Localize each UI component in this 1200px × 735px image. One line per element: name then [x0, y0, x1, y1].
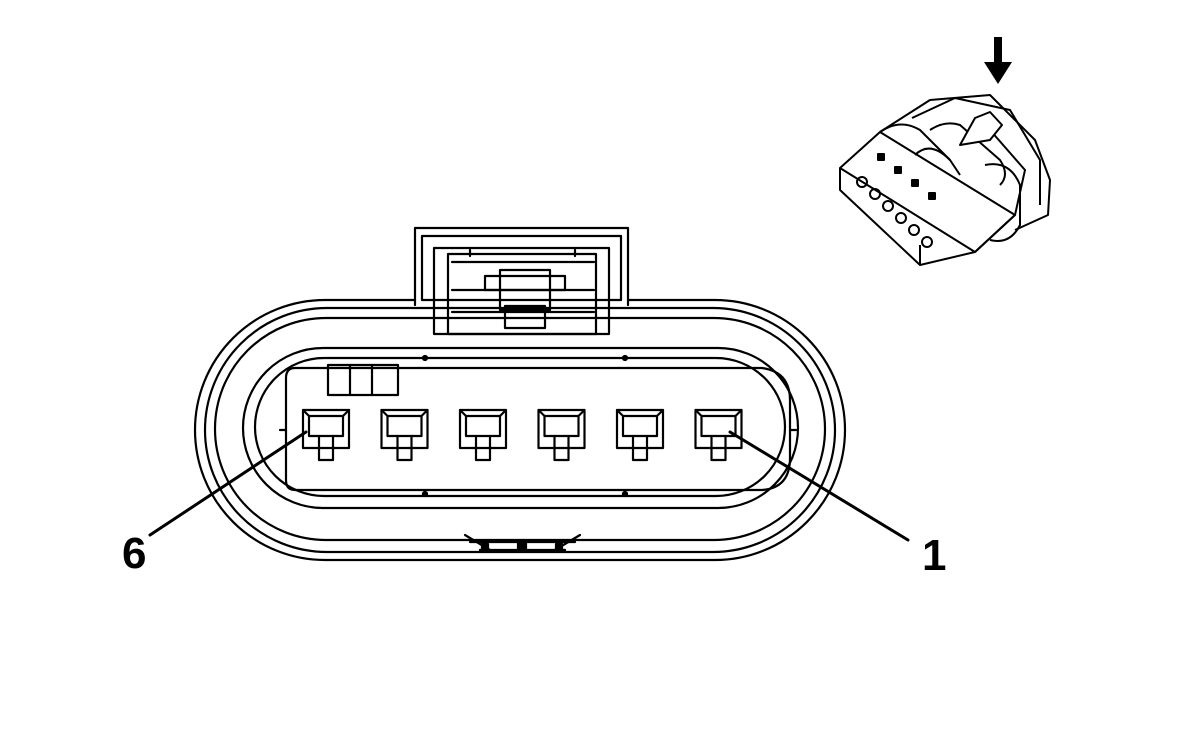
connector-body	[193, 298, 847, 562]
terminal-row	[301, 408, 743, 462]
pin-6-label: 6	[122, 529, 146, 578]
pin-6-leader-line	[148, 430, 308, 537]
pin-1-leader-line	[728, 430, 910, 542]
terminal-cavity-frame	[284, 366, 792, 492]
terminal-cavity-5	[380, 408, 429, 462]
connector-outer-shell	[193, 298, 847, 562]
connector-inner-shell	[241, 346, 800, 510]
terminal-cavity-1	[694, 408, 743, 462]
terminal-cavity-3	[537, 408, 586, 462]
pin-1-label: 1	[922, 531, 946, 580]
cavity-key-block	[326, 363, 400, 397]
terminal-cavity-2	[615, 408, 665, 462]
down-arrow-icon	[984, 37, 1012, 84]
connector-isometric-icon	[839, 94, 1051, 266]
terminal-cavity-6	[301, 408, 351, 462]
bottom-rib	[463, 533, 582, 552]
locking-latch	[413, 226, 630, 336]
terminal-cavity-4	[458, 408, 508, 462]
connector-seal-ring	[203, 306, 837, 554]
